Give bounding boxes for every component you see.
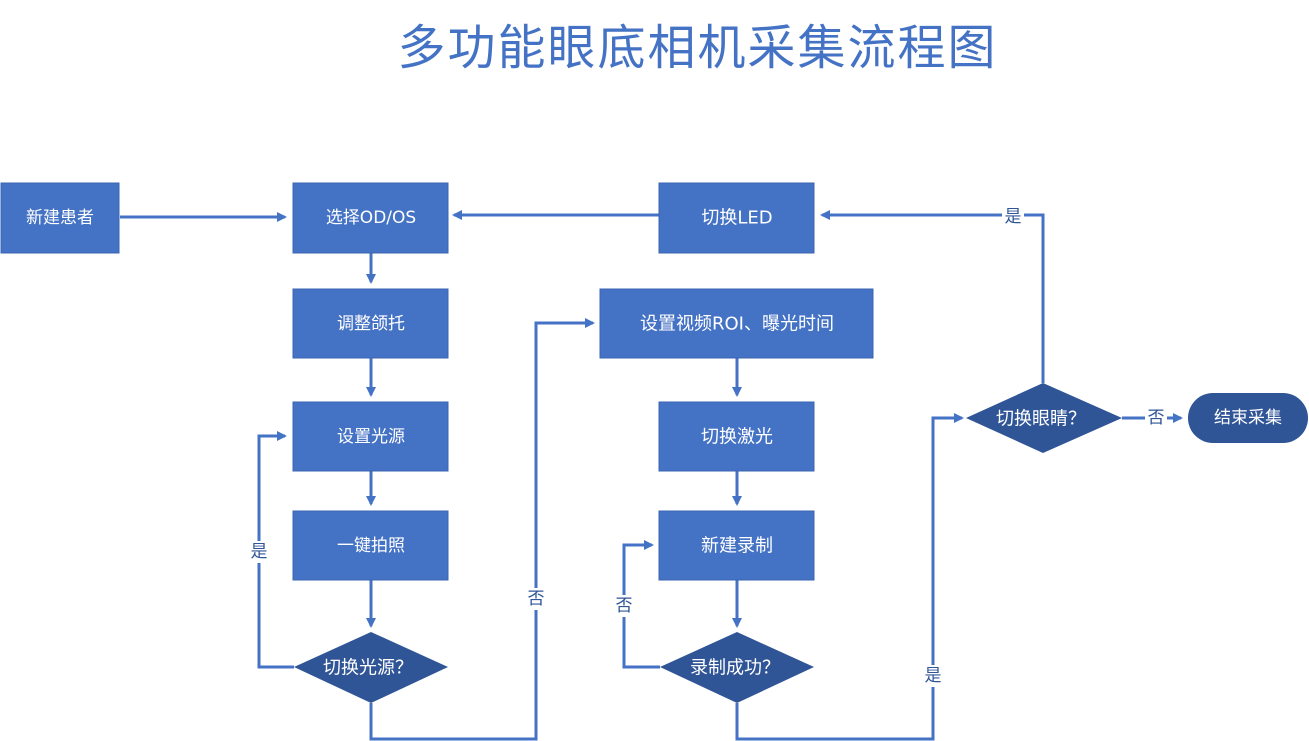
edge-labels: 是 否 否 是 是 否 [248,206,1167,687]
edge-label-eye-yes: 是 [1005,207,1022,227]
node-new-patient-label: 新建患者 [26,208,94,228]
node-new-record: 新建录制 [658,510,815,581]
node-set-video-label: 设置视频ROI、曝光时间 [640,314,834,335]
node-switch-led-label: 切换LED [701,208,772,229]
node-adjust-chinrest-label: 调整颌托 [337,314,405,334]
edge-switchlight-no [369,318,595,741]
node-switch-laser-label: 切换激光 [701,427,773,448]
diagram-title: 多功能眼底相机采集流程图 [397,20,998,76]
node-end-label: 结束采集 [1214,408,1282,428]
edge-switcheye-yes [820,210,1045,383]
edge-label-record-yes: 是 [925,666,942,686]
node-switch-led: 切换LED [658,182,815,254]
node-end: 结束采集 [1188,393,1308,443]
node-select-od-os: 选择OD/OS [292,182,449,254]
node-set-light: 设置光源 [292,401,449,472]
node-switch-laser: 切换激光 [658,401,815,472]
decision-switch-eye: 切换眼睛？ [966,383,1122,453]
node-new-patient: 新建患者 [0,182,120,254]
decision-record-ok: 录制成功？ [660,632,814,703]
node-new-record-label: 新建录制 [701,536,773,557]
decision-switch-light-label: 切换光源？ [323,658,413,679]
edge-label-record-no: 否 [616,596,633,616]
decision-switch-eye-label: 切换眼睛？ [996,409,1086,430]
node-adjust-chinrest: 调整颌托 [292,288,449,359]
node-one-click-photo-label: 一键拍照 [337,536,405,556]
node-set-video: 设置视频ROI、曝光时间 [599,288,874,359]
decision-record-ok-label: 录制成功？ [690,658,780,679]
decision-switch-light: 切换光源？ [294,632,448,703]
edge-recordok-yes [735,413,964,741]
edge-label-light-no: 否 [528,589,545,609]
edge-label-light-yes: 是 [251,542,268,562]
node-select-od-os-label: 选择OD/OS [326,208,416,228]
node-one-click-photo: 一键拍照 [292,510,449,581]
node-set-light-label: 设置光源 [337,427,405,447]
edge-label-eye-no: 否 [1148,408,1165,428]
